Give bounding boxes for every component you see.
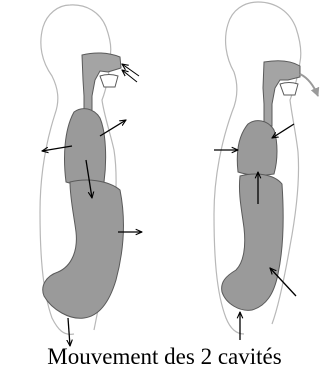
left-inhale-arrow-1 bbox=[122, 64, 139, 76]
right-chest-in-arrow bbox=[272, 124, 294, 138]
left-inhale-arrow-2 bbox=[122, 70, 137, 82]
left-chest-up-arrow bbox=[100, 120, 126, 136]
right-exhale-arrow bbox=[300, 74, 318, 96]
left-abdomen bbox=[43, 180, 124, 318]
figure-caption: Mouvement des 2 cavités bbox=[0, 340, 329, 374]
right-thorax bbox=[237, 121, 277, 176]
right-mouth bbox=[280, 83, 298, 96]
right-figure bbox=[214, 2, 318, 340]
left-mouth bbox=[100, 75, 118, 88]
left-figure bbox=[40, 5, 142, 346]
right-abdomen bbox=[222, 174, 284, 310]
